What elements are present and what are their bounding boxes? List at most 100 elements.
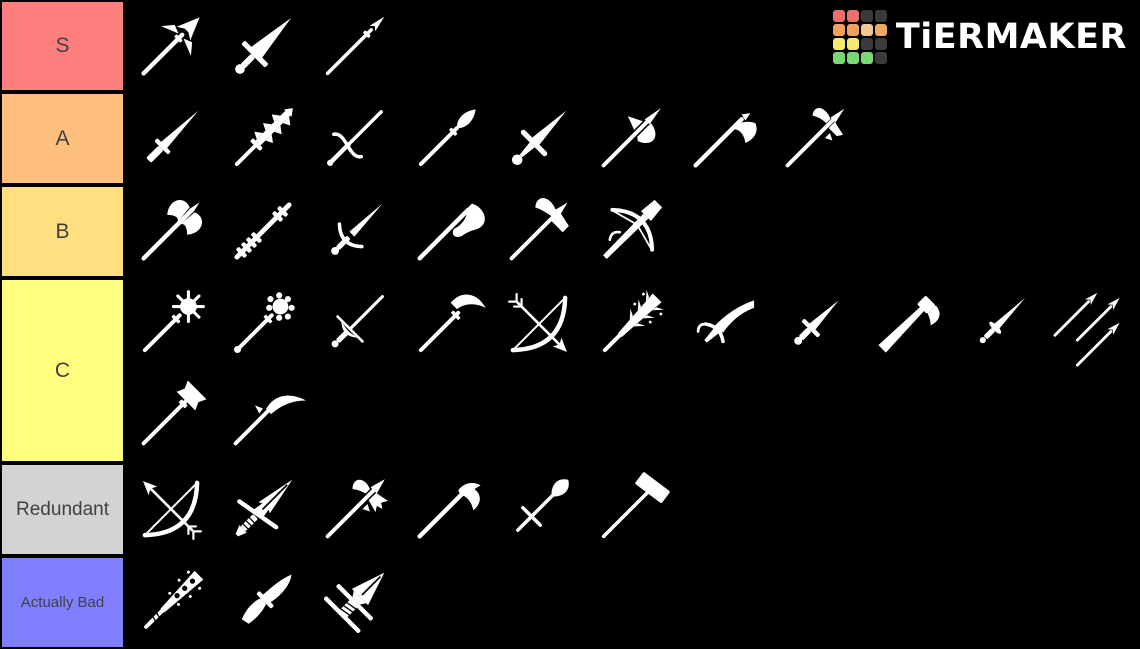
- leaf-spear-icon: [403, 94, 491, 182]
- tile-shovel[interactable]: [493, 463, 585, 555]
- crossbow-icon: [587, 187, 675, 275]
- serrated-sword-icon: [219, 94, 307, 182]
- logo-grid-cell: [860, 52, 873, 64]
- tile-flanged-mace[interactable]: [217, 278, 309, 370]
- tier-row-b: B: [0, 185, 1140, 278]
- tile-battle-axe[interactable]: [677, 92, 769, 184]
- war-pick-icon: [495, 187, 583, 275]
- logo-grid-cell: [860, 24, 873, 36]
- logo-grid-cell: [846, 52, 859, 64]
- tiermaker-logo: TiERMAKER: [832, 10, 1127, 64]
- tile-nail-club[interactable]: [125, 556, 217, 648]
- tile-sledgehammer[interactable]: [585, 463, 677, 555]
- tile-greatsword[interactable]: [217, 463, 309, 555]
- tier-row-actually-bad: Actually Bad: [0, 556, 1140, 649]
- tile-stiletto[interactable]: [953, 278, 1045, 370]
- tile-broadsword[interactable]: [217, 0, 309, 92]
- tile-combat-knife[interactable]: [217, 556, 309, 648]
- tile-morning-star-mace[interactable]: [125, 278, 217, 370]
- spiked-club-icon: [587, 280, 675, 368]
- halberd-icon: [587, 94, 675, 182]
- tile-maul[interactable]: [125, 370, 217, 462]
- crescent-glaive-icon: [403, 280, 491, 368]
- parrying-dagger-icon: [311, 187, 399, 275]
- quarterstaff-icon: [219, 187, 307, 275]
- horsemans-pick-icon: [771, 94, 859, 182]
- tile-estoc[interactable]: [309, 92, 401, 184]
- tier-row-c: C: [0, 278, 1140, 463]
- logo-grid-cell: [846, 10, 859, 22]
- tile-crescent-glaive[interactable]: [401, 278, 493, 370]
- tier-label: B: [0, 185, 125, 278]
- tile-longbow-and-arrow[interactable]: [493, 278, 585, 370]
- tier-label: C: [0, 278, 125, 463]
- tile-serrated-sword[interactable]: [217, 92, 309, 184]
- tile-dane-axe[interactable]: [401, 185, 493, 277]
- tile-sabre[interactable]: [677, 278, 769, 370]
- estoc-icon: [311, 94, 399, 182]
- logo-grid-cell: [874, 38, 887, 50]
- tier-items: [125, 92, 1140, 185]
- tile-arming-sword[interactable]: [493, 92, 585, 184]
- tile-spiked-club[interactable]: [585, 278, 677, 370]
- tile-hatchet[interactable]: [861, 278, 953, 370]
- logo-grid-cell: [860, 38, 873, 50]
- sabre-icon: [679, 280, 767, 368]
- maul-icon: [127, 372, 215, 460]
- tile-war-pick[interactable]: [493, 185, 585, 277]
- tier-items: [125, 556, 1140, 649]
- battle-axe-icon: [679, 94, 767, 182]
- logo-grid-cell: [846, 38, 859, 50]
- recurve-bow-icon: [127, 465, 215, 553]
- combat-knife-icon: [219, 558, 307, 646]
- tile-double-axe[interactable]: [125, 185, 217, 277]
- tile-quarterstaff[interactable]: [217, 185, 309, 277]
- winged-spear-icon: [127, 2, 215, 90]
- tiermaker-logo-grid-icon: [832, 10, 887, 64]
- stiletto-icon: [955, 280, 1043, 368]
- tier-label: S: [0, 0, 125, 92]
- morning-star-mace-icon: [127, 280, 215, 368]
- tile-pike[interactable]: [309, 0, 401, 92]
- logo-grid-cell: [860, 10, 873, 22]
- tier-items: [125, 463, 1140, 556]
- tile-crossbow[interactable]: [585, 185, 677, 277]
- tomahawk-icon: [403, 465, 491, 553]
- tiermaker-logo-text: TiERMAKER: [895, 16, 1127, 57]
- logo-grid-cell: [832, 10, 845, 22]
- hatchet-icon: [863, 280, 951, 368]
- tile-katana[interactable]: [125, 92, 217, 184]
- tile-gladius[interactable]: [769, 278, 861, 370]
- tier-row-a: A: [0, 92, 1140, 185]
- tier-label: Redundant: [0, 463, 125, 556]
- logo-grid-cell: [846, 24, 859, 36]
- tile-halberd[interactable]: [585, 92, 677, 184]
- tier-label: Actually Bad: [0, 556, 125, 649]
- tile-winged-spear[interactable]: [125, 0, 217, 92]
- tier-row-s: S: [0, 0, 1140, 92]
- logo-grid-cell: [874, 24, 887, 36]
- tier-items: [125, 278, 1140, 463]
- sledgehammer-icon: [587, 465, 675, 553]
- tile-javelins[interactable]: [1045, 278, 1137, 370]
- greatsword-icon: [219, 465, 307, 553]
- logo-grid-cell: [832, 24, 845, 36]
- tier-items: [125, 0, 1140, 92]
- tile-bec-de-corbin[interactable]: [309, 463, 401, 555]
- tile-leaf-spear[interactable]: [401, 92, 493, 184]
- tile-war-scythe[interactable]: [217, 370, 309, 462]
- tile-recurve-bow[interactable]: [125, 463, 217, 555]
- shovel-icon: [495, 465, 583, 553]
- tile-parrying-dagger[interactable]: [309, 185, 401, 277]
- flanged-mace-icon: [219, 280, 307, 368]
- tile-rapier[interactable]: [309, 278, 401, 370]
- tile-tomahawk[interactable]: [401, 463, 493, 555]
- tile-horsemans-pick[interactable]: [769, 92, 861, 184]
- tier-label: A: [0, 92, 125, 185]
- longbow-and-arrow-icon: [495, 280, 583, 368]
- logo-grid-cell: [832, 52, 845, 64]
- broadsword-icon: [219, 2, 307, 90]
- double-axe-icon: [127, 187, 215, 275]
- tile-katar[interactable]: [309, 556, 401, 648]
